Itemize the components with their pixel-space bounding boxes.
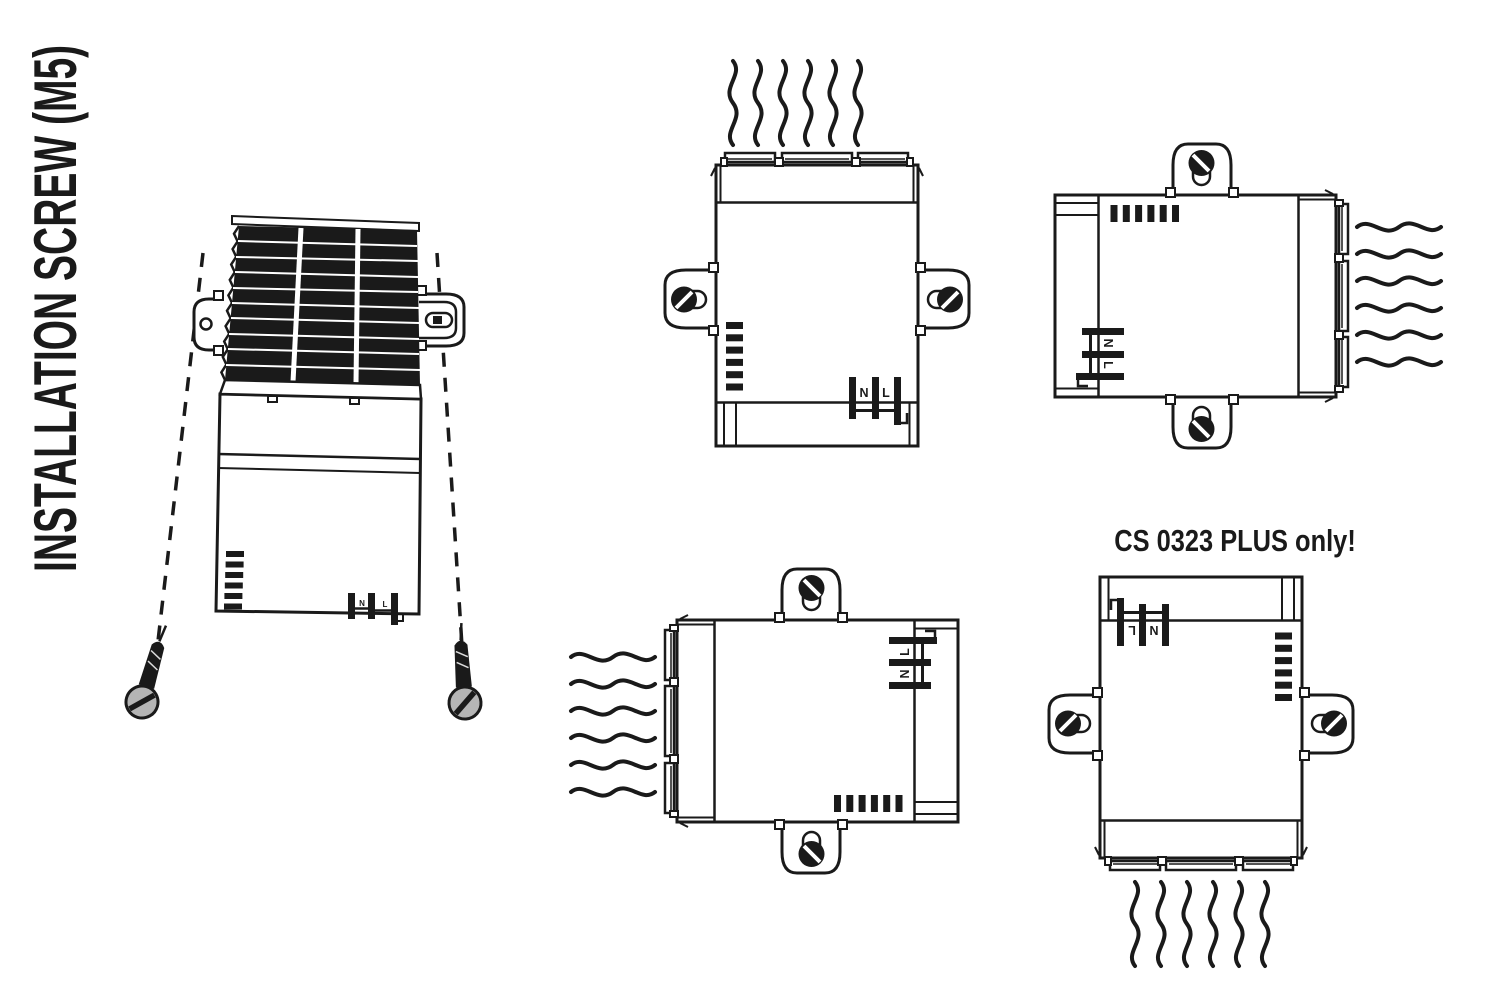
heat-wave-icon (1355, 275, 1443, 287)
power-terminal: N L (348, 593, 404, 625)
heat-wave-icon (569, 786, 657, 798)
heat-wave-icon (752, 59, 764, 147)
heat-waves-right (1355, 221, 1443, 368)
view-airflow-down (1047, 575, 1355, 968)
heat-wave-icon (827, 59, 839, 147)
device-outline (1053, 142, 1350, 450)
heat-wave-icon (569, 732, 657, 744)
terminal-n-label: N (359, 599, 365, 608)
heat-wave-icon (1233, 880, 1245, 968)
heat-wave-icon (777, 59, 789, 147)
device-housing (214, 392, 423, 616)
heat-waves-up (727, 59, 864, 147)
heat-wave-icon (569, 651, 657, 663)
heat-wave-icon (1355, 302, 1443, 314)
vent-slots (224, 551, 244, 610)
heat-wave-icon (1207, 880, 1219, 968)
terminal-l-label: L (383, 600, 388, 609)
heat-wave-icon (1355, 221, 1443, 233)
heat-wave-icon (569, 678, 657, 690)
heat-wave-icon (1259, 880, 1271, 968)
screw-axis-dashed-right (435, 252, 464, 647)
heat-wave-icon (569, 759, 657, 771)
device-outline (1047, 575, 1355, 872)
heat-waves-down (1129, 880, 1271, 968)
installation-screw-left (122, 621, 179, 722)
heat-wave-icon (727, 59, 739, 147)
heat-wave-icon (1129, 880, 1141, 968)
heat-wave-icon (1355, 329, 1443, 341)
device-outline (663, 567, 960, 875)
heat-wave-icon (1155, 880, 1167, 968)
view-airflow-up (663, 59, 971, 448)
mount-tab-left (192, 290, 224, 356)
heat-wave-icon (852, 59, 864, 147)
heat-wave-icon (802, 59, 814, 147)
device-outline (663, 151, 971, 448)
heat-wave-icon (1355, 248, 1443, 260)
heat-waves-left (569, 651, 657, 798)
mount-tab-right (416, 285, 466, 351)
outlet-grille (218, 214, 423, 405)
heat-wave-icon (1355, 356, 1443, 368)
isometric-view: N L (122, 214, 482, 722)
heat-wave-icon (569, 705, 657, 717)
cs0323-plus-callout: CS 0323 PLUS only! (1114, 523, 1356, 558)
screw-axis-dashed-left (156, 252, 205, 642)
view-airflow-right (1053, 142, 1443, 450)
heat-wave-icon (1181, 880, 1193, 968)
view-airflow-left (569, 567, 960, 875)
